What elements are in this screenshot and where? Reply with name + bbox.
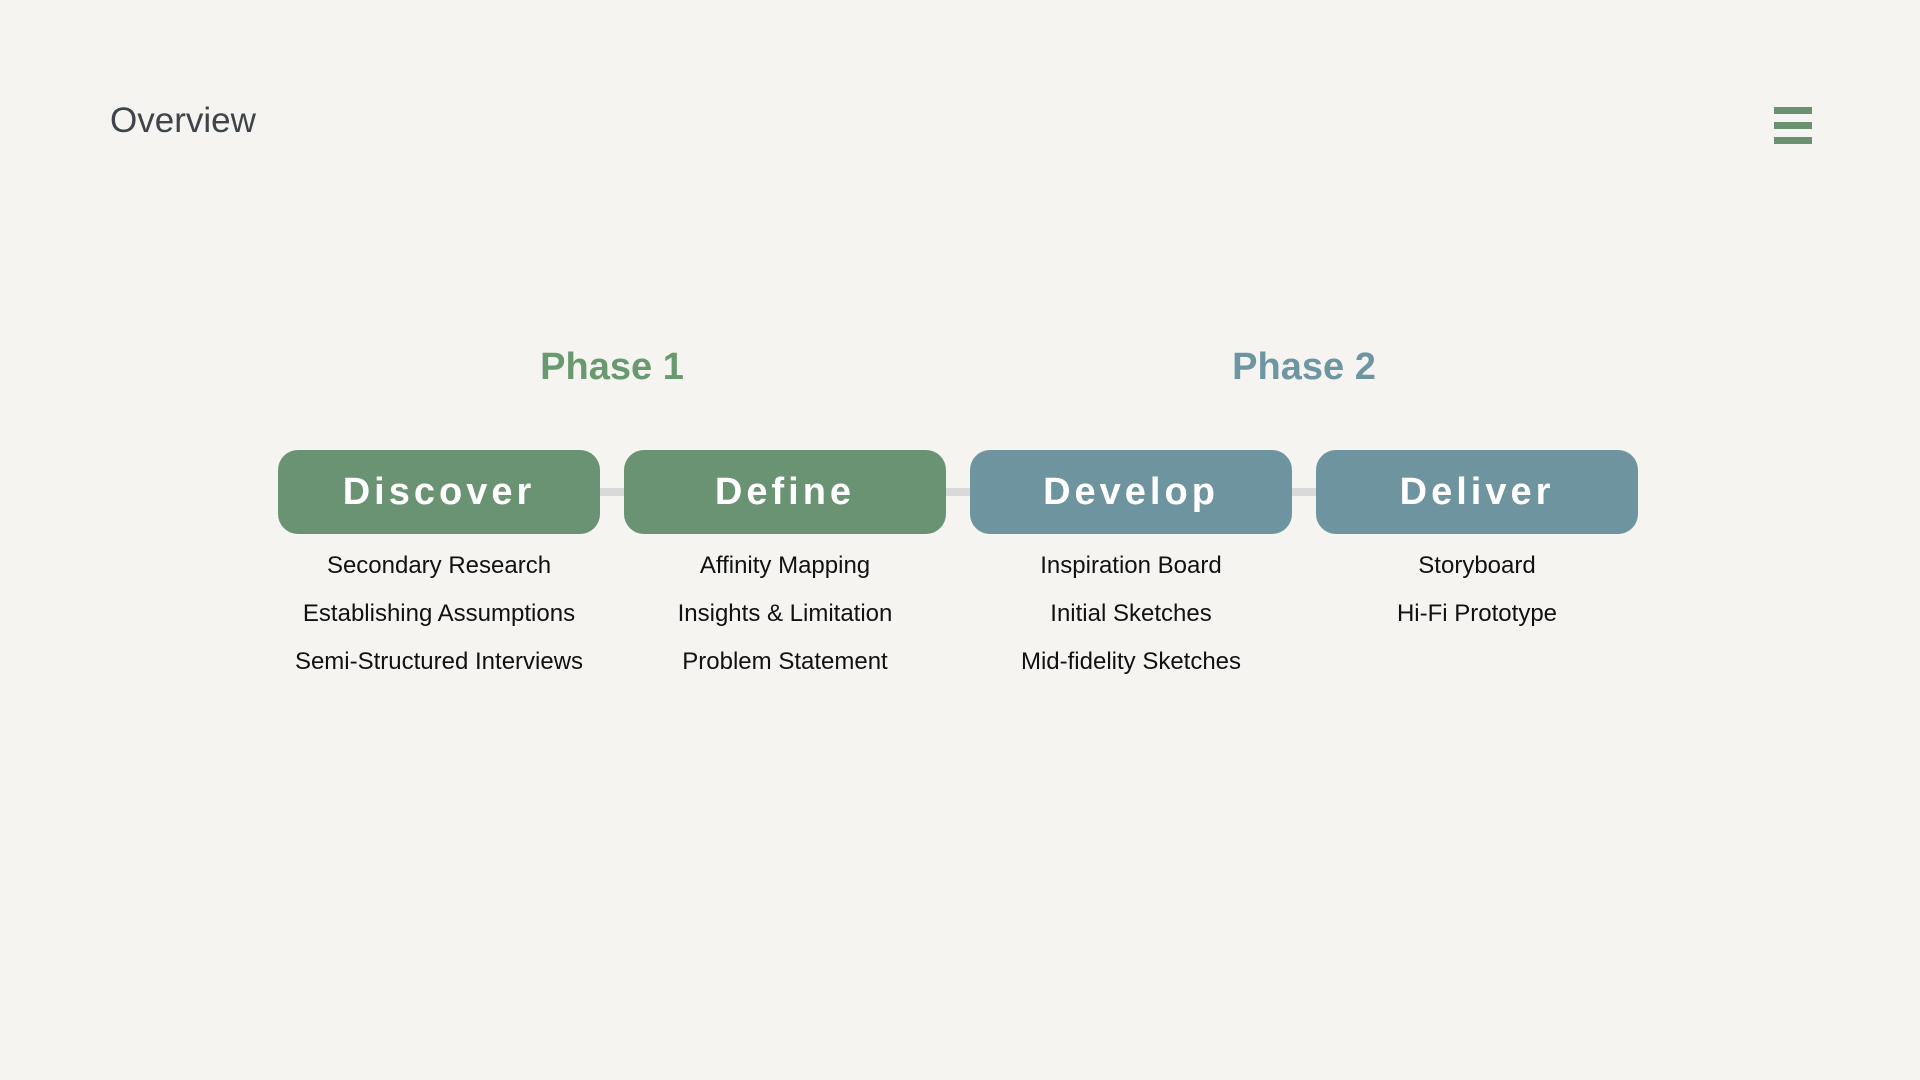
list-item: Semi-Structured Interviews	[294, 648, 584, 675]
list-item: Mid-fidelity Sketches	[1020, 648, 1242, 675]
stage-button-deliver[interactable]: Deliver	[1316, 450, 1638, 534]
menu-bar	[1774, 107, 1812, 114]
stage-list-deliver: Storyboard Hi-Fi Prototype	[1316, 542, 1638, 686]
list-item: Storyboard	[1418, 552, 1536, 579]
connector-line	[1284, 488, 1324, 496]
list-item: Inspiration Board	[1040, 552, 1222, 579]
design-process-diagram: Phase 1 Phase 2 Discover Define Develop …	[278, 345, 1638, 686]
phase-2-label: Phase 2	[1232, 346, 1376, 388]
list-item: Problem Statement	[682, 648, 888, 675]
menu-bar	[1774, 137, 1812, 144]
page-title: Overview	[110, 101, 256, 140]
list-item: Hi-Fi Prototype	[1396, 600, 1558, 627]
stage-button-develop[interactable]: Develop	[970, 450, 1292, 534]
phase-labels-row: Phase 1 Phase 2	[278, 345, 1638, 389]
menu-bar	[1774, 122, 1812, 129]
stage-list-develop: Inspiration Board Initial Sketches Mid-f…	[970, 542, 1292, 686]
list-item: Initial Sketches	[1050, 600, 1212, 627]
list-item: Insights & Limitation	[677, 600, 893, 627]
list-item: Secondary Research	[326, 552, 552, 579]
list-item: Establishing Assumptions	[302, 600, 576, 627]
phase-1-label: Phase 1	[540, 346, 684, 388]
stage-button-discover[interactable]: Discover	[278, 450, 600, 534]
stage-lists-row: Secondary Research Establishing Assumpti…	[278, 542, 1638, 686]
list-item: Affinity Mapping	[699, 552, 871, 579]
stage-buttons-row: Discover Define Develop Deliver	[278, 450, 1638, 534]
connector-line	[592, 488, 632, 496]
stage-button-define[interactable]: Define	[624, 450, 946, 534]
stage-list-define: Affinity Mapping Insights & Limitation P…	[624, 542, 946, 686]
connector-line	[938, 488, 978, 496]
hamburger-menu-icon[interactable]	[1774, 107, 1812, 144]
stage-list-discover: Secondary Research Establishing Assumpti…	[278, 542, 600, 686]
